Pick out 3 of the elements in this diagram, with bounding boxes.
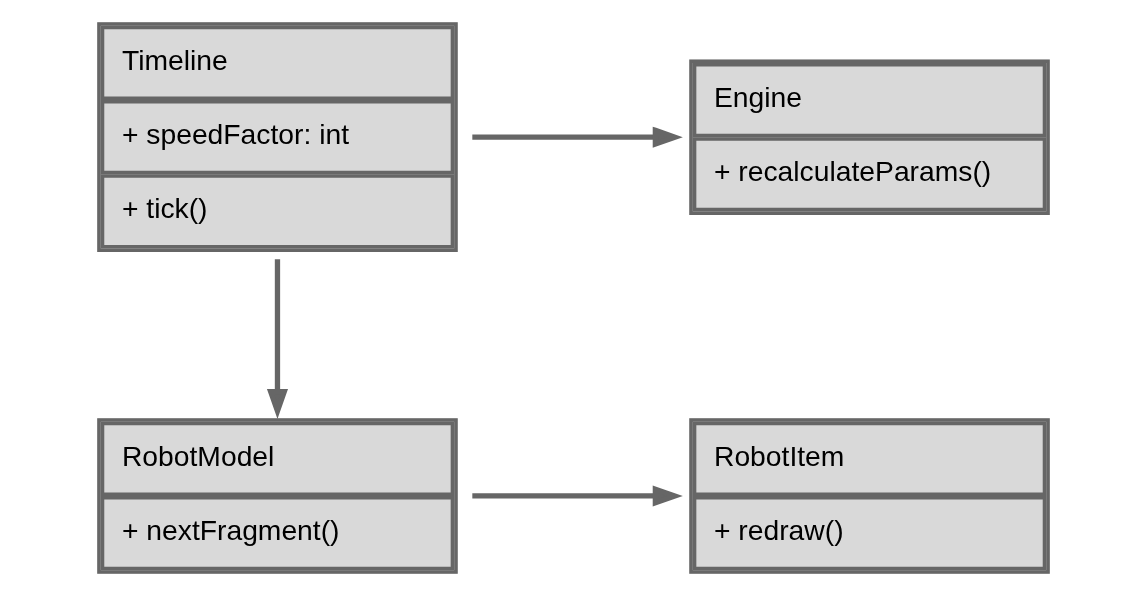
arrow <box>266 259 288 420</box>
arrow <box>471 485 683 507</box>
arrow <box>471 126 683 148</box>
